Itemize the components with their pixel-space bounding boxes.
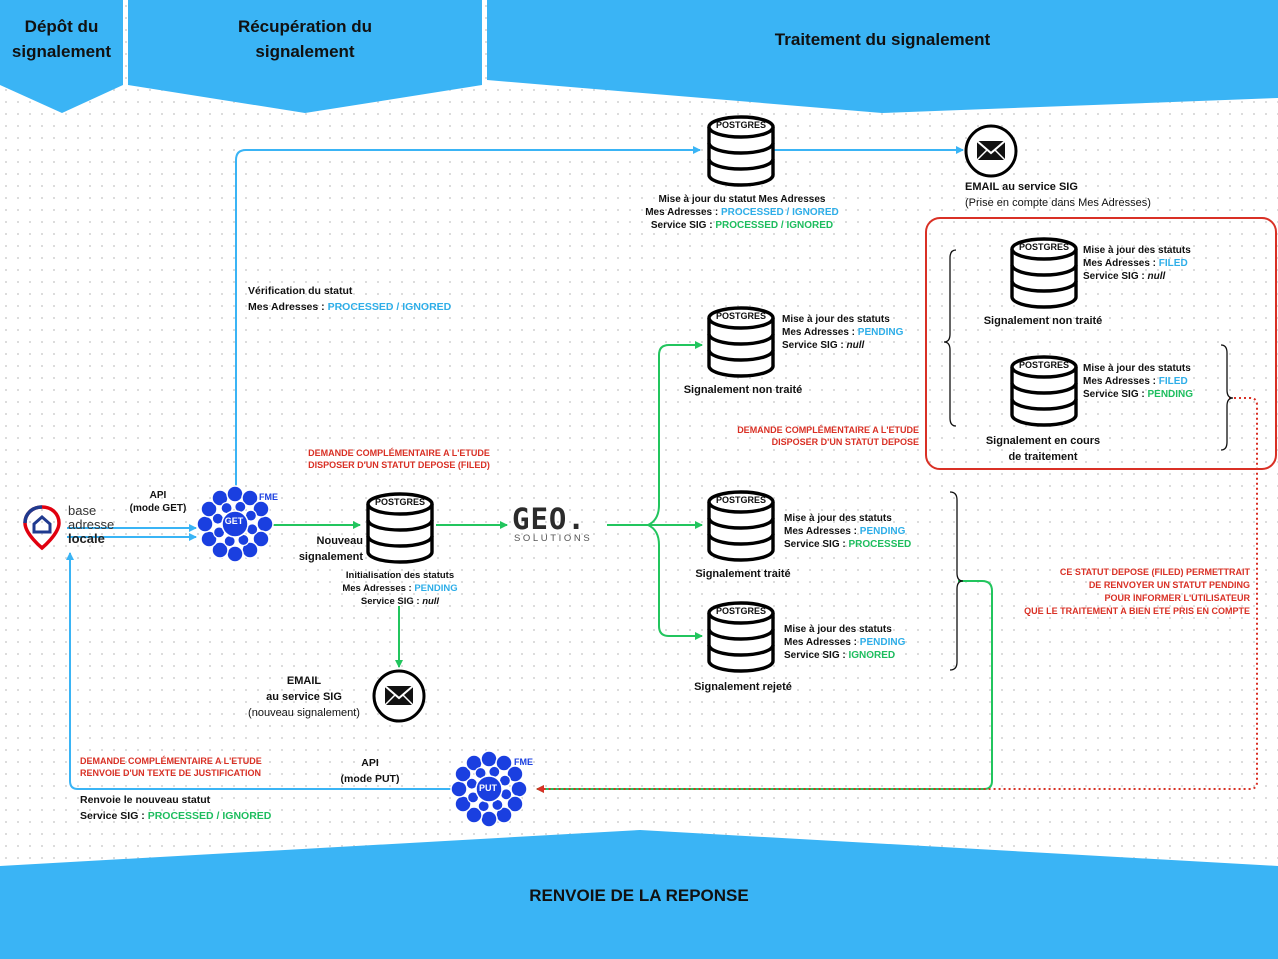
bal-text-2: adresse (68, 517, 115, 532)
top-db-status: Mise à jour du statut Mes Adresses Mes A… (645, 194, 839, 231)
traite-status: Mise à jour des statuts Mes Adresses : P… (784, 513, 912, 550)
header-depot-shape (0, 0, 123, 113)
nouveau-status: Initialisation des statuts Mes Adresses … (342, 570, 458, 607)
postgres-db-non-traite[interactable]: POSTGRES (706, 304, 776, 378)
box-non-traite-title: Signalement non traité (983, 315, 1103, 327)
database-icon (1010, 355, 1078, 427)
fme-cluster-icon (196, 485, 274, 563)
get-button-label: GET (224, 516, 244, 526)
envelope-icon (964, 124, 1018, 178)
postgres-db-nouveau[interactable]: POSTGRES (365, 490, 435, 564)
postgres-label: POSTGRES (715, 120, 766, 130)
email-new-text: EMAIL au service SIG (nouveau signalemen… (248, 675, 360, 719)
box-en-cours-status: Mise à jour des statuts Mes Adresses : F… (1083, 363, 1194, 400)
postgres-label: POSTGRES (715, 495, 766, 505)
non-traite-status: Mise à jour des statuts Mes Adresses : P… (782, 314, 904, 351)
arrow-get-to-top-db (235, 146, 701, 493)
api-get-label: API(mode GET) (129, 490, 187, 514)
email-top-icon[interactable] (964, 124, 1018, 178)
header-traitement-shape (487, 0, 1278, 113)
demande-justif-note: DEMANDE COMPLÉMENTAIRE A L'ETUDE RENVOIE… (80, 756, 262, 778)
email-new-icon[interactable] (372, 669, 426, 723)
database-icon (1010, 237, 1078, 309)
demande-filed-note: DEMANDE COMPLÉMENTAIRE A L'ETUDE DISPOSE… (308, 448, 490, 470)
postgres-label: POSTGRES (715, 311, 766, 321)
filed-proposal-box (925, 217, 1277, 470)
bal-text-1: base (68, 503, 97, 518)
header-depot: Dépôt du signalement (11, 17, 112, 61)
rejete-status: Mise à jour des statuts Mes Adresses : P… (784, 624, 906, 661)
postgres-label: POSTGRES (1018, 242, 1069, 252)
brace-left-box (943, 249, 957, 427)
database-icon (707, 115, 775, 187)
fme-put-node[interactable]: PUT (450, 750, 528, 828)
brace-right-box (1220, 344, 1234, 451)
arrow-geo-to-non-traite (647, 341, 703, 526)
database-icon (707, 601, 775, 673)
postgres-db-box-non-traite[interactable]: POSTGRES (1009, 235, 1079, 309)
fme-get-node[interactable]: GET (196, 485, 274, 563)
arrow-en-cours-to-put (536, 397, 1258, 793)
brace-results (949, 491, 964, 671)
header-traitement: Traitement du signalement (774, 30, 991, 49)
postgres-db-box-en-cours[interactable]: POSTGRES (1009, 353, 1079, 427)
postgres-db-top[interactable]: POSTGRES (706, 113, 776, 187)
postgres-db-rejete[interactable]: POSTGRES (706, 599, 776, 673)
database-icon (707, 306, 775, 378)
geo-solutions-logo[interactable]: GEO. SOLUTIONS (512, 503, 608, 547)
traite-title: Signalement traité (695, 568, 791, 580)
header-recuperation-shape (128, 0, 482, 113)
bal-logo[interactable]: base adresse locale (22, 504, 142, 552)
non-traite-title: Signalement non traité (683, 384, 803, 396)
arrow-put-to-bal (66, 552, 452, 790)
arrow-geo-to-rejete (647, 524, 703, 640)
geo-logo-main: GEO. (512, 502, 586, 536)
database-icon (707, 490, 775, 562)
put-button-label: PUT (479, 783, 497, 793)
arrow-results-to-put (536, 580, 993, 793)
fme-get-tag: FME (259, 492, 278, 502)
api-put-label: API(mode PUT) (340, 757, 400, 785)
database-icon (366, 492, 434, 564)
header-recuperation: Récupération du signalement (237, 17, 373, 61)
bal-pin-icon (23, 505, 61, 551)
bal-text-3: locale (68, 531, 105, 546)
renvoie-statut-text: Renvoie le nouveau statut Service SIG : … (80, 794, 272, 822)
demande-depose-note: DEMANDE COMPLÉMENTAIRE A L'ETUDE DISPOSE… (737, 425, 919, 447)
fme-put-tag: FME (514, 757, 533, 767)
rejete-title: Signalement rejeté (694, 681, 792, 693)
fme-cluster-icon (450, 750, 528, 828)
geo-logo-sub: SOLUTIONS (514, 533, 593, 544)
footer-renvoie: RENVOIE DE LA REPONSE (529, 886, 749, 905)
postgres-label: POSTGRES (1018, 360, 1069, 370)
postgres-label: POSTGRES (374, 497, 425, 507)
box-non-traite-status: Mise à jour des statuts Mes Adresses : F… (1083, 245, 1191, 282)
postgres-db-traite[interactable]: POSTGRES (706, 488, 776, 562)
envelope-icon (372, 669, 426, 723)
footer-renvoie-shape (0, 830, 1278, 959)
email-top-text: EMAIL au service SIG (Prise en compte da… (965, 181, 1151, 209)
verification-text: Vérification du statut Mes Adresses : PR… (248, 285, 452, 313)
ce-statut-note: CE STATUT DEPOSE (FILED) PERMETTRAIT DE … (1024, 567, 1250, 616)
postgres-label: POSTGRES (715, 606, 766, 616)
